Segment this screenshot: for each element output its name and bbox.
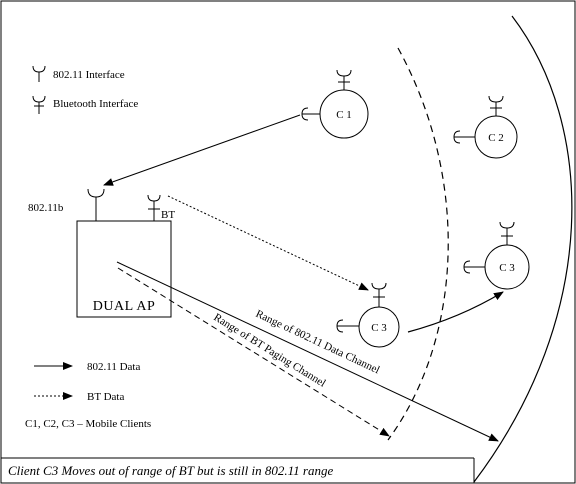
wifi-range-arc bbox=[473, 15, 573, 483]
c2-antennas-icon bbox=[453, 95, 504, 144]
legend-bt-interface-label: Bluetooth Interface bbox=[53, 98, 138, 110]
bt-paging-range-line bbox=[117, 267, 390, 437]
ap-bt-antenna-label: BT bbox=[161, 209, 175, 221]
legend-wifi-interface-label: 802.11 Interface bbox=[53, 69, 125, 81]
client-c1-label: C 1 bbox=[336, 109, 352, 121]
c1-antennas-icon bbox=[301, 69, 352, 121]
dual-ap-label: DUAL AP bbox=[93, 299, 156, 314]
dual-ap-box bbox=[76, 220, 172, 318]
ap-wifi-antenna-label: 802.11b bbox=[28, 202, 64, 214]
wifi-data-range-label: Range of 802.11 Data Channel bbox=[254, 308, 382, 377]
c3-original-antennas-icon bbox=[336, 282, 387, 333]
client-c3-original: C 3 bbox=[336, 282, 400, 348]
diagram-caption: Client C3 Moves out of range of BT but i… bbox=[8, 463, 333, 478]
legend-clients-note: C1, C2, C3 – Mobile Clients bbox=[25, 418, 151, 430]
c3-movement-arrow bbox=[407, 291, 504, 333]
bt-range-arc bbox=[387, 47, 449, 441]
legend-bt-data-label: BT Data bbox=[87, 391, 124, 403]
client-c3-original-label: C 3 bbox=[371, 322, 387, 334]
ap-bt-antenna-icon bbox=[147, 194, 161, 221]
wifi-data-range-line bbox=[116, 261, 499, 442]
client-c3-moved-label: C 3 bbox=[499, 262, 515, 274]
c1-to-ap-wifi-link bbox=[103, 114, 301, 186]
client-c2-label: C 2 bbox=[488, 132, 504, 144]
client-c1: C 1 bbox=[301, 69, 369, 139]
legend-wifi-data-label: 802.11 Data bbox=[87, 361, 140, 373]
c3-moved-antennas-icon bbox=[463, 221, 515, 274]
client-c3-moved: C 3 bbox=[463, 221, 530, 290]
ap-wifi-antenna-icon bbox=[87, 188, 105, 221]
client-c2: C 2 bbox=[453, 95, 518, 159]
bluetooth-interface-legend-icon bbox=[32, 95, 46, 114]
ap-to-c3-bt-link bbox=[167, 195, 369, 291]
wifi-interface-legend-icon bbox=[32, 65, 46, 82]
